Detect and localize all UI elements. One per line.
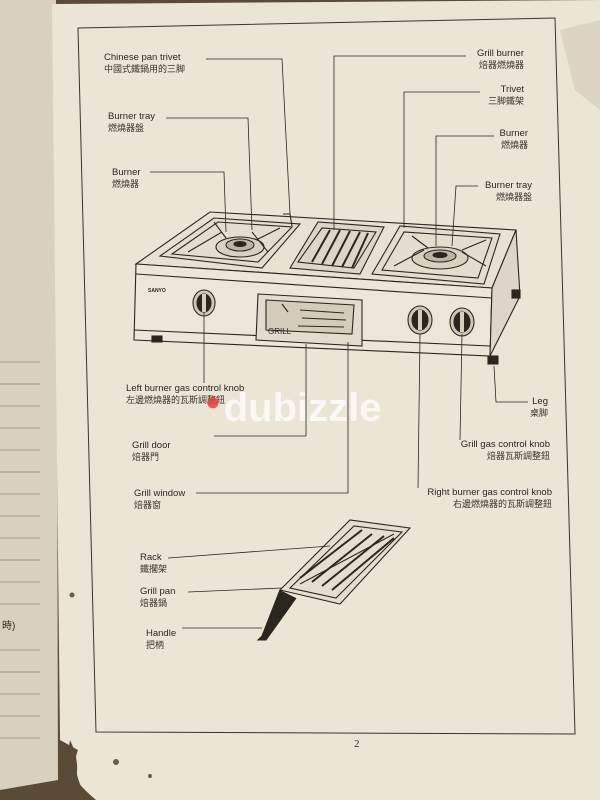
gas-stove-illustration xyxy=(133,211,521,365)
page-shadow xyxy=(560,20,600,110)
stain-spot xyxy=(113,759,119,765)
grill-pan-illustration xyxy=(256,519,412,641)
stain-spot xyxy=(148,774,152,778)
brand-logo-text: SANYO xyxy=(148,288,166,294)
pin-icon: ● xyxy=(205,386,221,416)
torn-edge xyxy=(60,740,96,800)
back-page-ruled-lines xyxy=(0,361,40,739)
back-page xyxy=(0,0,58,790)
watermark: ●dubizzle xyxy=(205,386,382,430)
leader-lines xyxy=(150,55,528,629)
grill-text: GRILL xyxy=(268,327,292,336)
page-border xyxy=(77,17,576,735)
stain-spot xyxy=(69,592,75,598)
page-number: 2 xyxy=(354,738,360,750)
margin-note: 時) xyxy=(2,621,16,632)
manual-page xyxy=(52,0,600,800)
